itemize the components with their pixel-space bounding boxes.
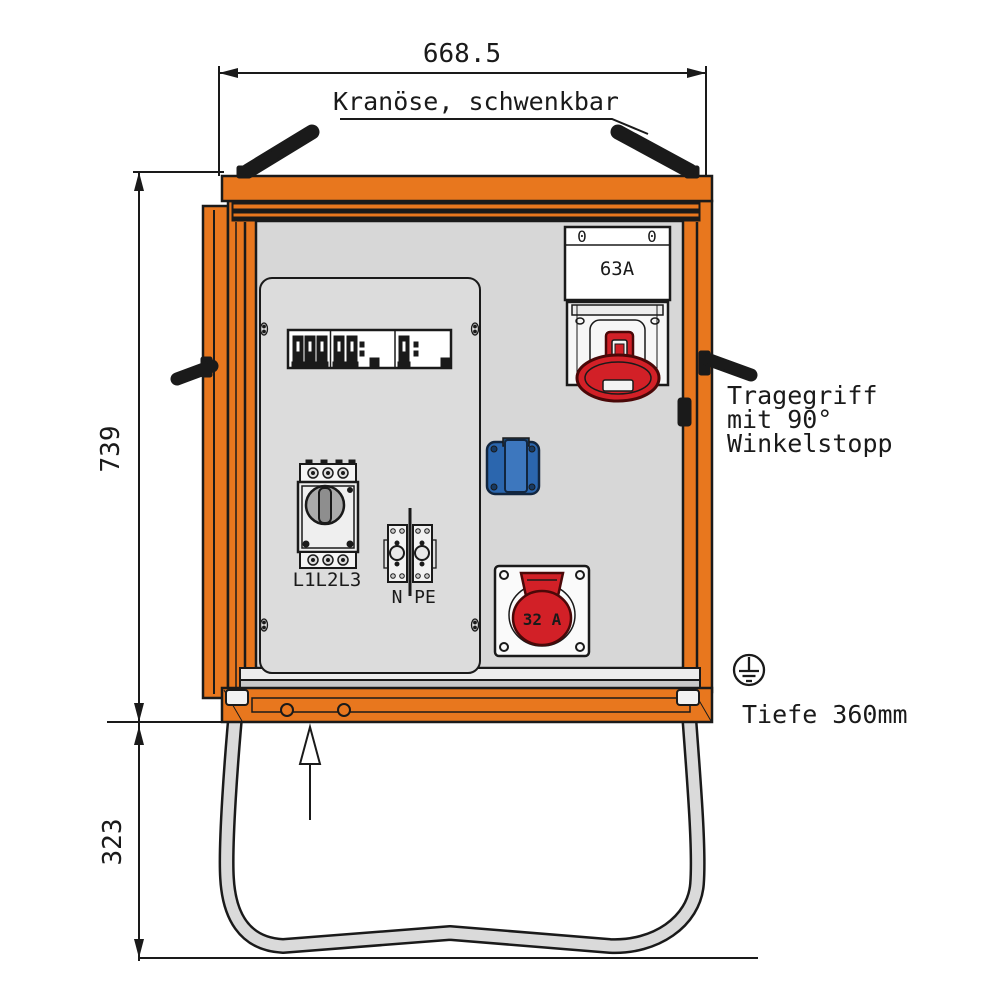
flange-hole — [280, 703, 294, 717]
socket-32a-rating: 32 A — [523, 610, 562, 629]
socket-32a: 32 A — [493, 564, 591, 658]
terminal-n-block — [387, 524, 408, 583]
bottom-flange — [220, 686, 714, 724]
crane-eye-label: Kranöse, schwenkbar — [333, 87, 619, 116]
panel-screw — [259, 618, 269, 632]
terminal-n-label: N — [392, 587, 403, 608]
crane-eye-annotation: Kranöse, schwenkbar — [333, 87, 649, 135]
main-switch-label: L1L2L3 — [293, 569, 362, 591]
carry-handle-left — [170, 356, 219, 386]
socket-lid — [575, 353, 661, 403]
socket-63a-slot-left: 0 — [577, 227, 587, 246]
dimension-height-lower-value: 323 — [98, 819, 128, 866]
handle-annotation: Tragegriff mit 90° Winkelstopp — [727, 381, 893, 458]
panel-screw — [470, 618, 480, 632]
door-edge-column — [201, 204, 230, 700]
terminal-pe-block — [412, 524, 433, 583]
main-switch: L1L2L3 — [293, 459, 362, 591]
earth-symbol-icon — [732, 653, 766, 687]
socket-63a-rating: 63A — [600, 258, 635, 280]
handle-label-line1: Tragegriff — [727, 381, 878, 410]
socket-lid — [504, 439, 528, 493]
crane-eye-right — [610, 124, 700, 179]
circuit-breaker-rail — [286, 328, 453, 370]
crane-eye-left — [236, 124, 320, 179]
panel-screw — [259, 322, 269, 336]
cabinet-top-bar — [220, 174, 714, 203]
terminal-blocks: N PE — [383, 508, 437, 608]
terminal-pe-label: PE — [414, 587, 436, 608]
flange-hole — [337, 703, 351, 717]
handle-label-line2: mit 90° — [727, 405, 832, 434]
cable-entry-arrow — [298, 723, 322, 820]
depth-note: Tiefe 360mm — [742, 700, 908, 729]
dimension-width-value: 668.5 — [423, 39, 501, 69]
socket-63a: 0 0 63A — [563, 225, 672, 403]
stand-tube-frame — [218, 696, 706, 955]
socket-schuko-blue — [485, 437, 541, 496]
cabinet: L1L2L3 N PE — [170, 124, 758, 724]
carry-handle-right — [698, 350, 758, 382]
handle-label-line3: Winkelstopp — [727, 429, 893, 458]
top-edge-strips — [231, 200, 701, 222]
panel-screw — [470, 322, 480, 336]
frame-profile-lines — [235, 222, 699, 688]
dimension-heights: 739 323 — [96, 171, 758, 961]
dimension-width: 668.5 — [218, 39, 707, 176]
leg-pivot-tab — [676, 689, 700, 706]
socket-63a-slot-right: 0 — [647, 227, 657, 246]
door-latch — [677, 397, 692, 427]
leg-pivot-tab — [225, 689, 249, 706]
mcb-breakers — [291, 335, 451, 368]
dimension-height-upper-value: 739 — [96, 426, 126, 473]
